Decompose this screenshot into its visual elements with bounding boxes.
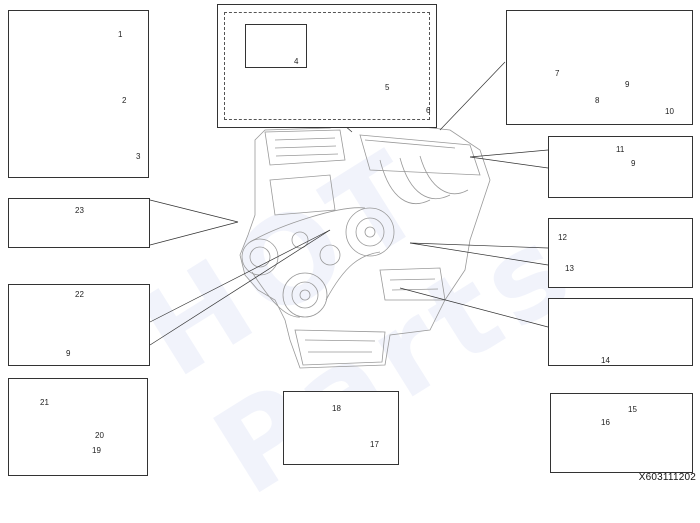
panel-sensor-11	[548, 136, 693, 198]
callout-17: 17	[370, 440, 379, 449]
callout-23: 23	[75, 206, 84, 215]
callout-4: 4	[294, 57, 299, 66]
panel-bracket-18	[283, 391, 399, 465]
callout-12: 12	[558, 233, 567, 242]
panel-throttle-sensors	[506, 10, 693, 125]
panel-vvt-solenoid	[8, 284, 150, 366]
callout-18: 18	[332, 404, 341, 413]
panel-sensor-23	[8, 198, 150, 248]
callout-10: 10	[665, 107, 674, 116]
callout-3: 3	[136, 152, 141, 161]
callout-16: 16	[601, 418, 610, 427]
callout-15: 15	[628, 405, 637, 414]
callout-6: 6	[426, 106, 431, 115]
callout-9-mid: 9	[631, 159, 636, 168]
callout-7: 7	[555, 69, 560, 78]
callout-22: 22	[75, 290, 84, 299]
callout-13: 13	[565, 264, 574, 273]
panel-o2-sensor	[8, 378, 148, 476]
exploded-parts-diagram: HOT Parts	[8, 4, 696, 523]
callout-9-left: 9	[66, 349, 71, 358]
callout-14: 14	[601, 356, 610, 365]
callout-2: 2	[122, 96, 127, 105]
panel-knock-sensor	[548, 218, 693, 288]
callout-8: 8	[595, 96, 600, 105]
panel-ecu-bracket	[8, 10, 149, 178]
panel-oil-switch	[548, 298, 693, 366]
panel-sensor-16	[550, 393, 693, 473]
panel-injector-detail	[245, 24, 307, 68]
callout-9-top: 9	[625, 80, 630, 89]
reference-code: X603111202	[638, 472, 696, 483]
callout-20: 20	[95, 431, 104, 440]
callout-1: 1	[118, 30, 123, 39]
callout-19: 19	[92, 446, 101, 455]
callout-5: 5	[385, 83, 390, 92]
callout-11: 11	[616, 145, 625, 154]
callout-21: 21	[40, 398, 49, 407]
